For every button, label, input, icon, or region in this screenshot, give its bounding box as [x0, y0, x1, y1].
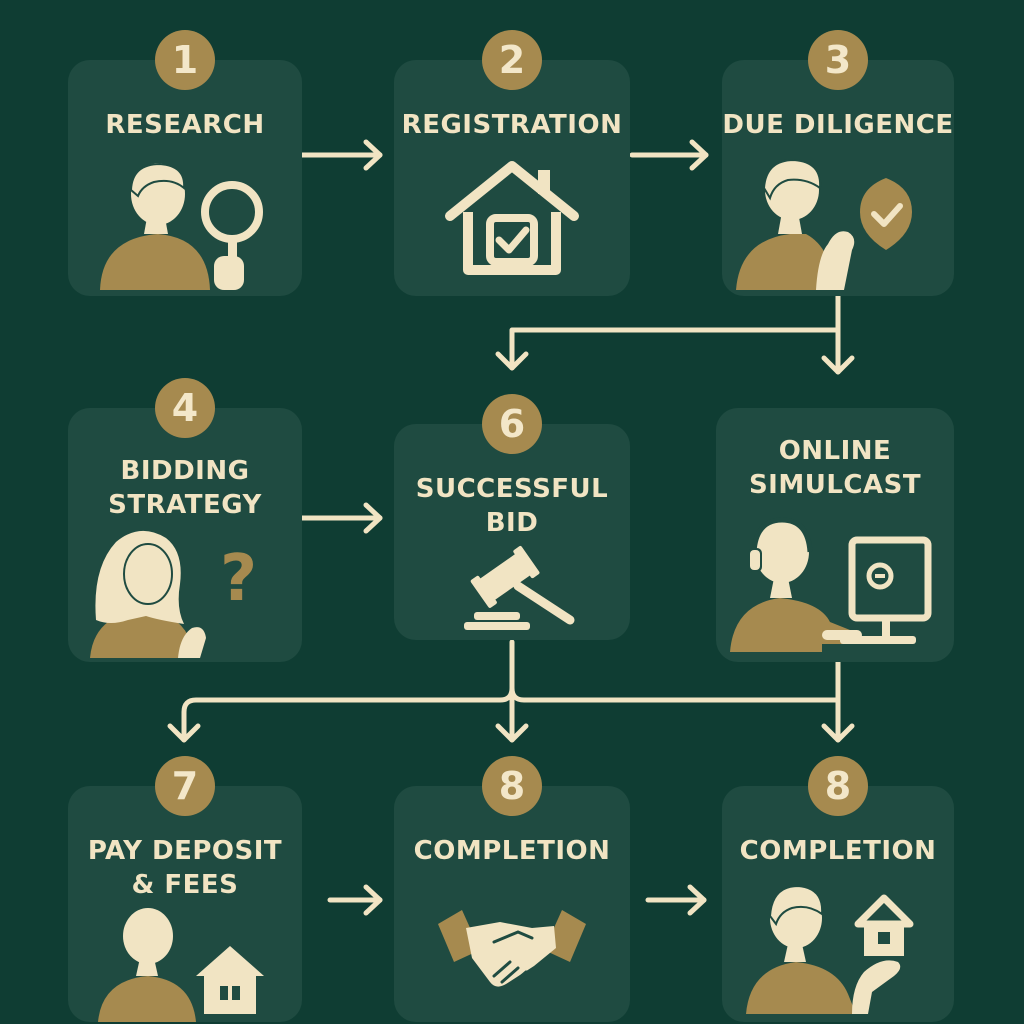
step-title: COMPLETION [413, 836, 611, 866]
step-number-badge: 8 [808, 756, 868, 816]
step-card-completion: 8 COMPLETION [394, 756, 630, 1022]
step-title-line2: SIMULCAST [748, 470, 922, 500]
step-title-line2: STRATEGY [108, 490, 262, 520]
arrow-completion-to-completion [645, 884, 707, 916]
step-title-line2: BID [485, 508, 539, 538]
step-title: SUCCESSFUL [415, 474, 609, 504]
person-house-icon [98, 908, 264, 1022]
step-title: REGISTRATION [401, 110, 623, 140]
step-card-registration: 2 REGISTRATION [394, 30, 630, 296]
arrow-registration-to-due-diligence [629, 139, 709, 171]
gavel-icon [464, 546, 575, 630]
step-title: RESEARCH [105, 110, 265, 140]
svg-text:?: ? [220, 542, 257, 616]
step-number-badge: 6 [482, 394, 542, 454]
step-number-badge: 3 [808, 30, 868, 90]
step-card-due-diligence: 3 DUE DILIGENCE [722, 30, 954, 296]
step-card-research: 1 RESEARCH [68, 30, 302, 296]
step-title: COMPLETION [739, 836, 937, 866]
person-computer-headset-icon [730, 517, 932, 652]
step-title: DUE DILIGENCE [722, 110, 954, 140]
person-magnifier-icon [100, 162, 263, 290]
person-question-icon: ? [90, 530, 257, 658]
step-number-badge: 7 [155, 756, 215, 816]
arrow-deposit-to-completion [327, 884, 383, 916]
step-title: BIDDING [120, 456, 250, 486]
arrow-research-to-registration [299, 139, 383, 171]
step-title: PAY DEPOSIT [87, 836, 283, 866]
step-card-completion-2: 8 COMPLETION [722, 756, 954, 1022]
arrow-due-diligence-branch [495, 287, 855, 375]
step-card-successful-bid: 6 SUCCESSFUL BID [394, 394, 630, 640]
step-card-pay-deposit: 7 PAY DEPOSIT & FEES [68, 756, 302, 1022]
step-number-badge: 8 [482, 756, 542, 816]
step-card-bidding-strategy: 4 BIDDING STRATEGY ? [68, 378, 302, 662]
house-check-icon [445, 161, 579, 275]
step-card-online-simulcast: ONLINE SIMULCAST [716, 408, 954, 662]
step-title: ONLINE [778, 436, 892, 466]
arrow-bid-branch [167, 639, 855, 743]
person-holding-house-icon [746, 884, 914, 1014]
arrow-bidding-to-successful-bid [299, 502, 383, 534]
person-thinking-check-icon [736, 158, 912, 290]
step-number-badge: 4 [155, 378, 215, 438]
handshake-icon [438, 910, 586, 987]
step-number-badge: 2 [482, 30, 542, 90]
step-number-badge: 1 [155, 30, 215, 90]
step-title-line2: & FEES [131, 870, 239, 900]
